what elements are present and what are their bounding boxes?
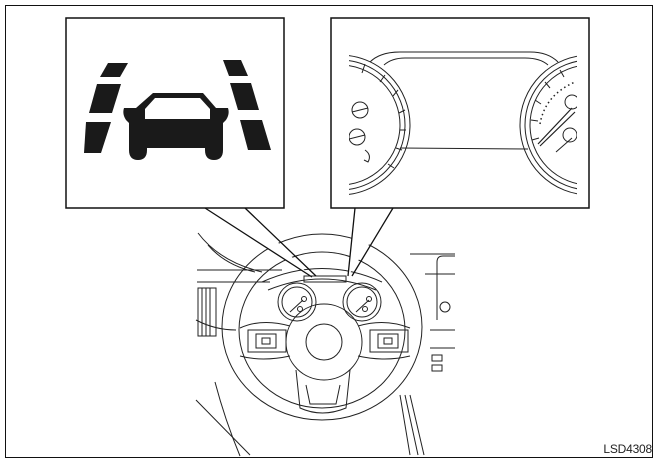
figure-frame — [5, 5, 653, 458]
instrument-cluster-callout — [330, 17, 590, 209]
dashboard-drawing — [195, 232, 455, 457]
callout-leaders — [204, 207, 394, 278]
meter-display-icon — [349, 51, 577, 195]
lane-departure-indicator-callout — [65, 17, 285, 209]
figure-code: LSD4308 — [603, 442, 652, 456]
car-between-lane-lines-icon — [84, 60, 271, 160]
